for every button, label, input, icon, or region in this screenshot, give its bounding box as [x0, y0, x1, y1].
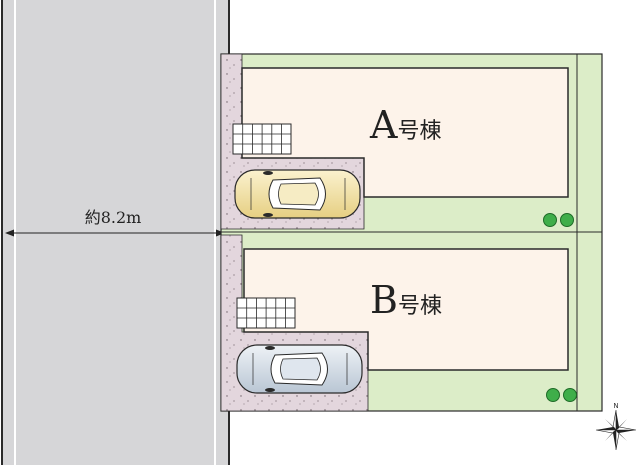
building-b-footprint [243, 248, 569, 371]
bike-pad-b [236, 297, 296, 329]
building-a-letter: A [369, 103, 398, 147]
compass-rose-icon: N [595, 402, 637, 451]
building-a-label: A号棟 [369, 103, 441, 147]
road-width-label: 約8.2m [85, 208, 142, 227]
building-b-letter: B [370, 278, 398, 322]
road-width-dimension: 約8.2m [5, 208, 225, 237]
building-b-label: B号棟 [370, 278, 442, 322]
dimension-arrow-left-icon [5, 229, 14, 237]
building-b: B号棟 [243, 248, 569, 371]
building-a: A号棟 [241, 67, 569, 198]
compass-north-label: N [613, 402, 618, 410]
bike-pad-a [232, 123, 292, 155]
car-a-icon [234, 169, 361, 219]
building-b-suffix: 号棟 [398, 294, 442, 319]
car-b-icon [236, 344, 363, 394]
building-a-footprint [241, 67, 569, 198]
building-a-suffix: 号棟 [397, 119, 441, 144]
shrub-icon [543, 213, 577, 402]
